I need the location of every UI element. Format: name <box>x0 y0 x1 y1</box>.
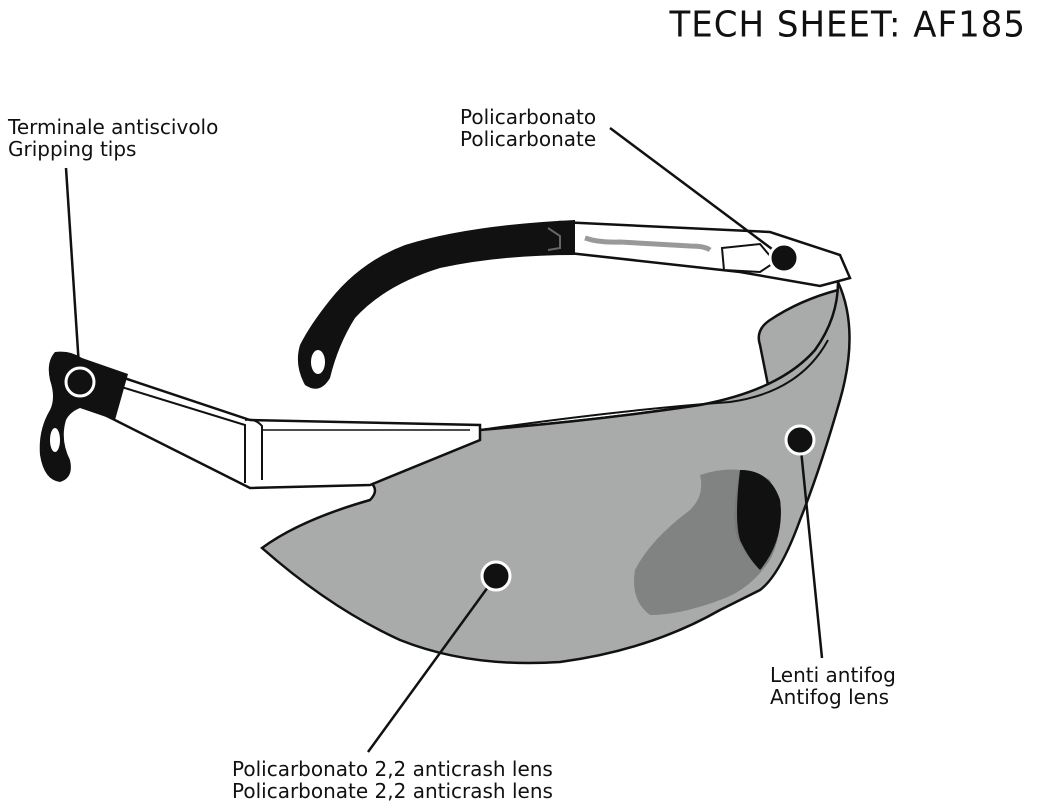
callout-dots <box>64 242 816 592</box>
lens-material-label: Policarbonato 2,2 anticrash lens Policar… <box>232 758 553 802</box>
gripping-callout-line <box>64 167 82 383</box>
lens <box>260 281 851 665</box>
antifog-lens-label-en: Antifog lens <box>770 685 890 709</box>
lens-dot <box>480 560 512 592</box>
antifog-callout-line <box>798 439 824 659</box>
antifog-lens-label: Lenti antifog Antifog lens <box>770 664 896 708</box>
gripping-tips-label: Terminale antiscivolo Gripping tips <box>8 116 218 160</box>
lens-material-label-en: Policarbonate 2,2 anticrash lens <box>232 779 553 803</box>
lens-material-label-it: Policarbonato 2,2 anticrash lens <box>232 757 553 781</box>
frame-material-label-it: Policarbonato <box>460 105 597 129</box>
antifog-lens-label-it: Lenti antifog <box>770 663 896 687</box>
gripping-dot <box>64 366 96 398</box>
near-temple <box>39 351 482 490</box>
gripping-tips-label-en: Gripping tips <box>8 137 137 161</box>
frame-material-label-en: Policarbonate <box>460 127 597 151</box>
frame-material-label: Policarbonato Policarbonate <box>460 106 596 150</box>
lens-callout-line <box>366 575 498 753</box>
antifog-dot <box>784 424 816 456</box>
tech-sheet-title: TECH SHEET: AF185 <box>669 4 1026 46</box>
frame-dot <box>768 242 800 274</box>
gripping-tips-label-it: Terminale antiscivolo <box>8 115 219 139</box>
callout-lines <box>64 126 824 753</box>
frame-callout-line <box>609 126 785 260</box>
